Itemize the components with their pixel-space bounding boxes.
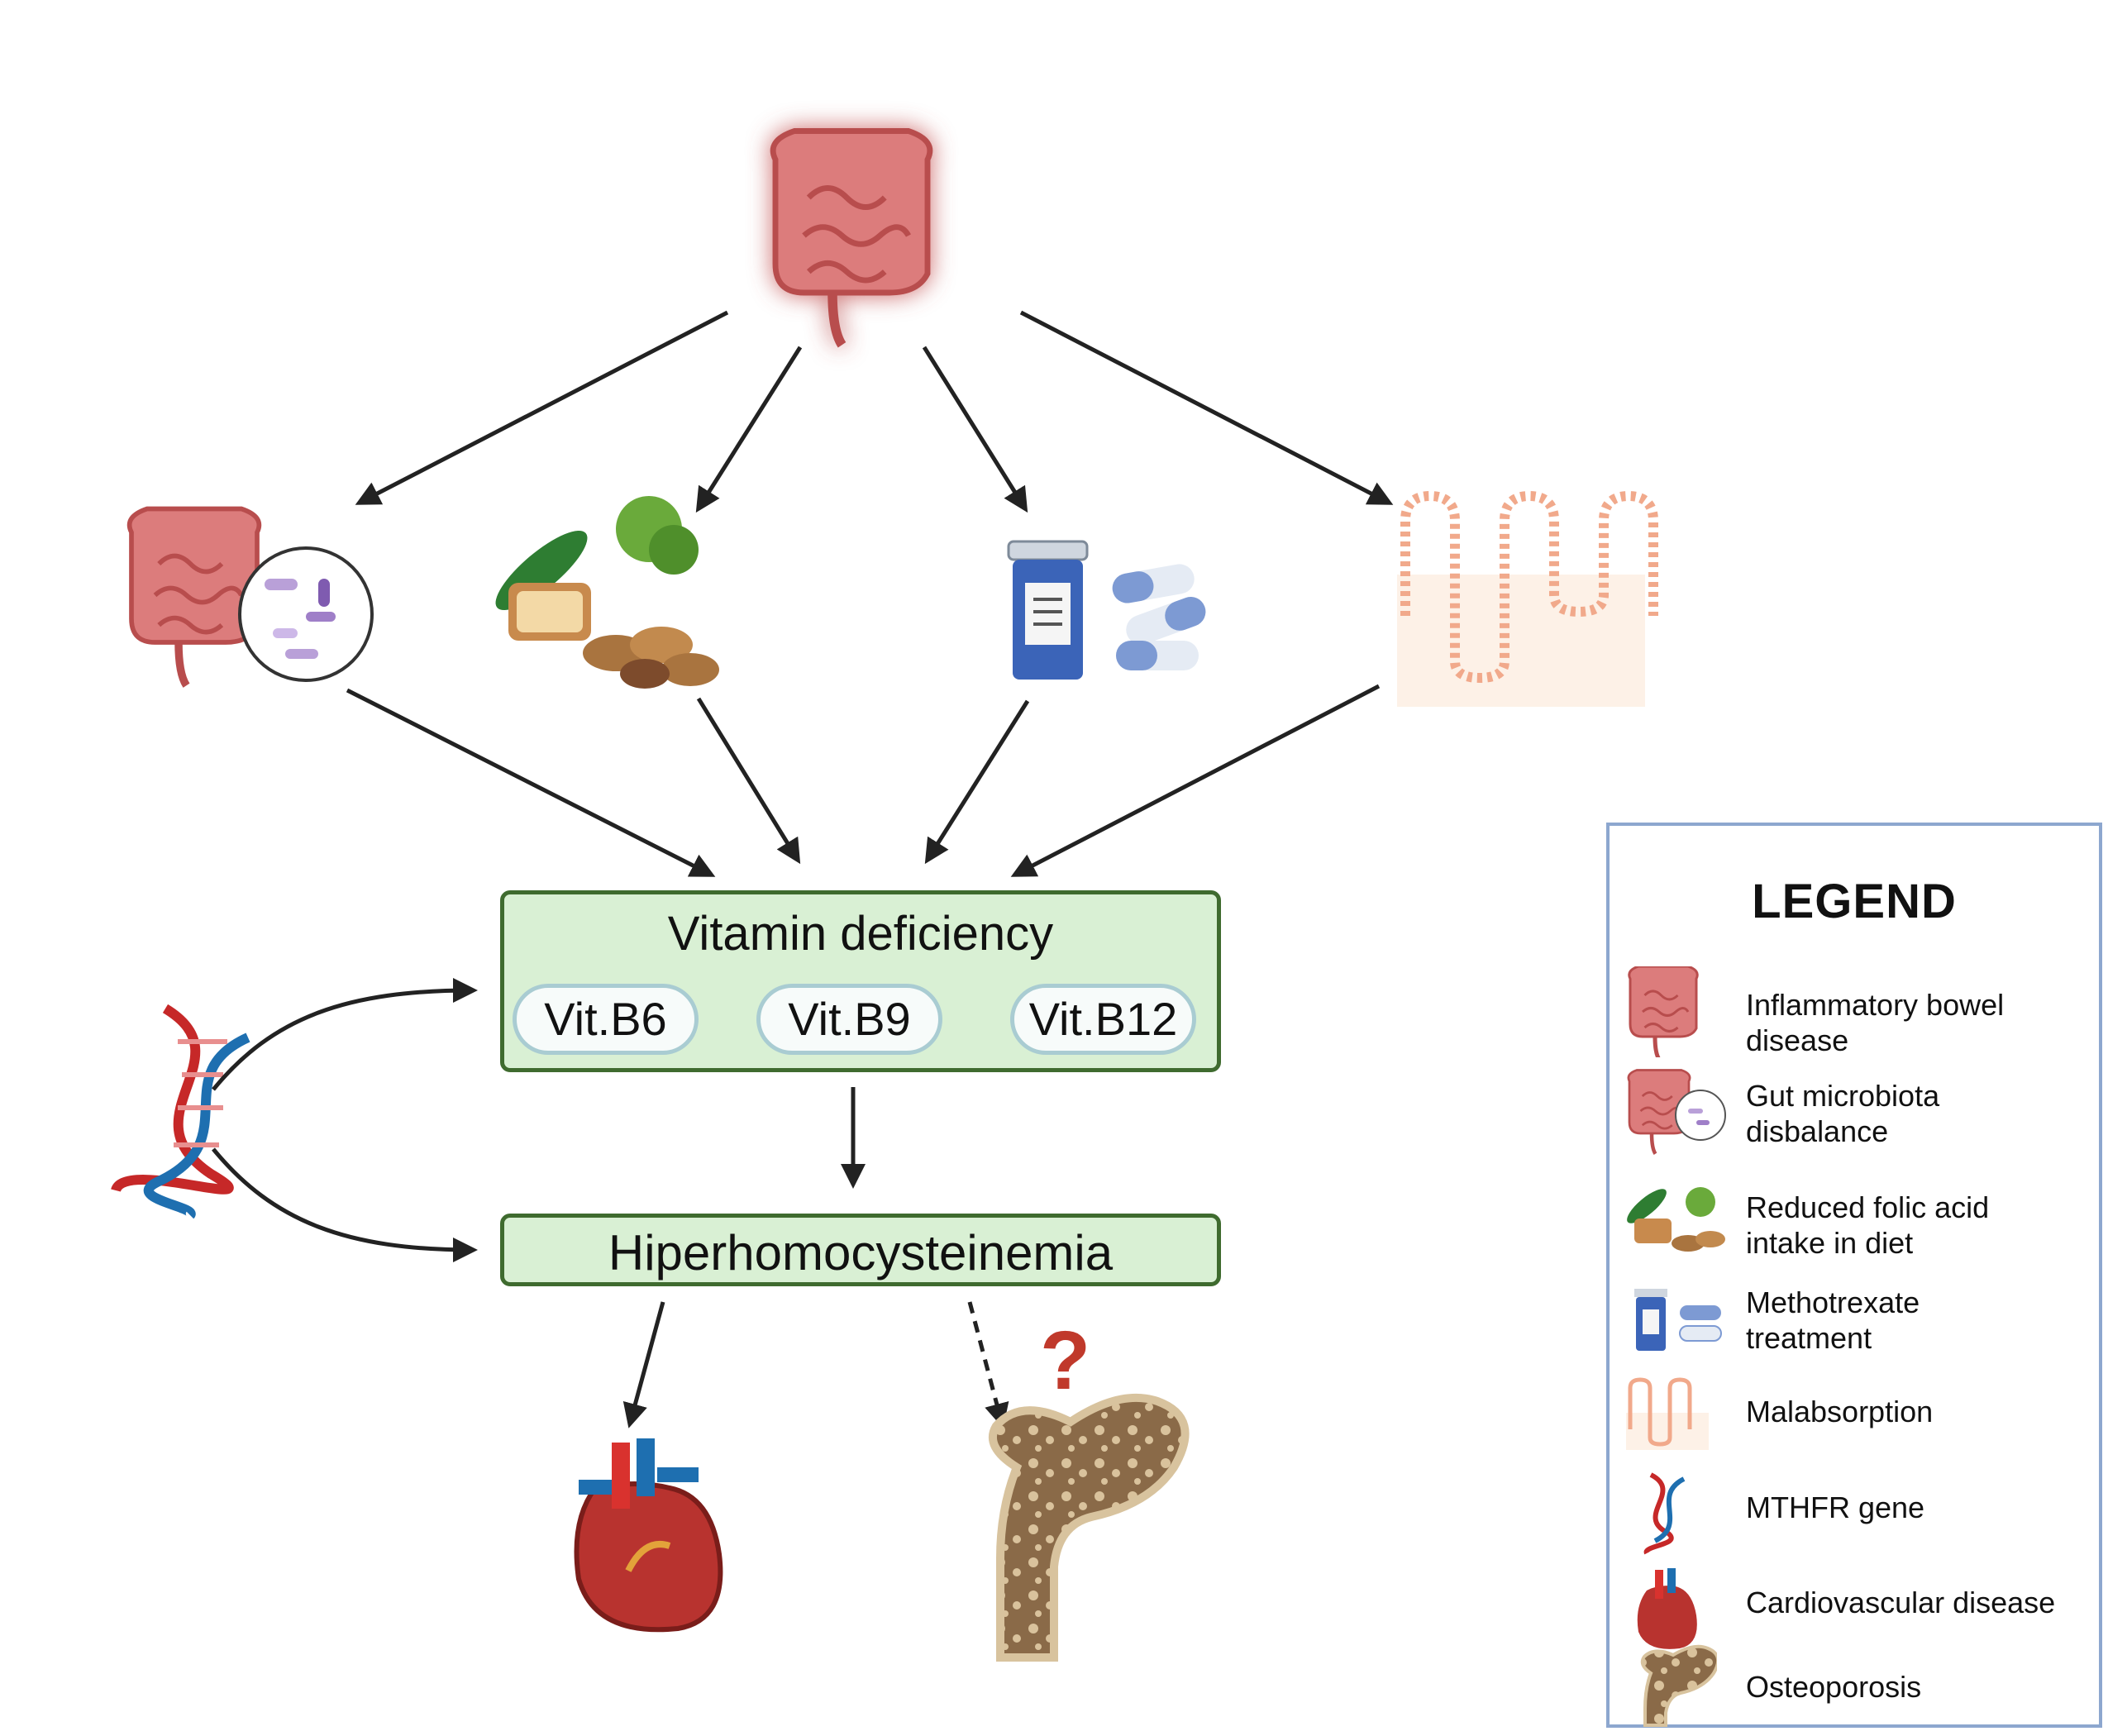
arrow-gene-to-homocysteine bbox=[212, 1147, 478, 1262]
heart-icon bbox=[1637, 1568, 1697, 1649]
arrow-drug-to-vitamin bbox=[924, 699, 1030, 865]
legend-label-ibd: Inflammatory bowel disease bbox=[1746, 988, 2005, 1057]
question-mark: ? bbox=[1040, 1314, 1090, 1407]
arrow-microbiota-to-vitamin bbox=[346, 688, 716, 877]
vitamin-deficiency-title: Vitamin deficiency bbox=[667, 907, 1054, 961]
gut-microbiota-icon bbox=[1618, 1066, 1726, 1157]
bone-icon bbox=[1640, 1644, 1717, 1727]
arrow-diet-to-vitamin bbox=[696, 697, 801, 865]
arrow-homocysteine-to-heart bbox=[622, 1301, 665, 1428]
food-icon bbox=[495, 496, 719, 689]
legend-label-microbiota: Gut microbiota disbalance bbox=[1746, 1079, 1940, 1148]
legend-label-diet: Reduced folic acid intake in diet bbox=[1746, 1190, 1990, 1260]
vitamin-b6-pill: Vit.B6 bbox=[513, 984, 699, 1055]
arrow-gene-to-vitamin bbox=[212, 978, 478, 1091]
arrow-ibd-to-diet bbox=[695, 346, 803, 513]
arrow-homocysteine-to-bone bbox=[967, 1301, 1009, 1428]
gut-microbiota-icon bbox=[130, 509, 374, 686]
legend-title: LEGEND bbox=[1752, 875, 1957, 928]
intestinal-villi-icon bbox=[1397, 490, 1658, 707]
hiperhomocysteinemia-title: Hiperhomocysteinemia bbox=[608, 1225, 1114, 1281]
legend-label-osteoporosis: Osteoporosis bbox=[1746, 1670, 1922, 1704]
vitamin-deficiency-box: Vitamin deficiency Vit.B6 Vit.B9 Vit.B12 bbox=[500, 890, 1221, 1072]
heart-icon bbox=[574, 1438, 723, 1633]
vitamin-b12-pill: Vit.B12 bbox=[1010, 984, 1196, 1055]
legend-label-cardiovascular: Cardiovascular disease bbox=[1746, 1586, 2056, 1619]
arrow-ibd-to-microbiota bbox=[355, 310, 729, 505]
methotrexate-icon bbox=[1634, 1289, 1722, 1351]
ibd-icon bbox=[773, 131, 930, 346]
vitamin-b9-pill: Vit.B9 bbox=[756, 984, 942, 1055]
hiperhomocysteinemia-box: Hiperhomocysteinemia bbox=[500, 1214, 1221, 1286]
intestinal-villi-icon bbox=[1626, 1377, 1709, 1450]
bone-icon bbox=[989, 1393, 1190, 1662]
arrow-malabsorption-to-vitamin bbox=[1010, 684, 1381, 877]
dna-icon bbox=[1643, 1472, 1686, 1555]
legend-label-mthfr: MTHFR gene bbox=[1746, 1490, 1925, 1524]
legend-label-methotrexate: Methotrexate treatment bbox=[1746, 1285, 1920, 1355]
arrow-ibd-to-drug bbox=[922, 346, 1028, 513]
methotrexate-icon bbox=[1007, 540, 1206, 680]
legend-panel: LEGEND Inflammatory bowel disease Gut mi… bbox=[1606, 823, 2102, 1728]
arrow-ibd-to-malabsorption bbox=[1019, 310, 1394, 505]
inflamed-intestine-icon bbox=[1618, 966, 1709, 1057]
legend-label-malabsorption: Malabsorption bbox=[1746, 1395, 1934, 1428]
food-icon bbox=[1627, 1187, 1725, 1252]
dna-icon bbox=[111, 1004, 250, 1219]
